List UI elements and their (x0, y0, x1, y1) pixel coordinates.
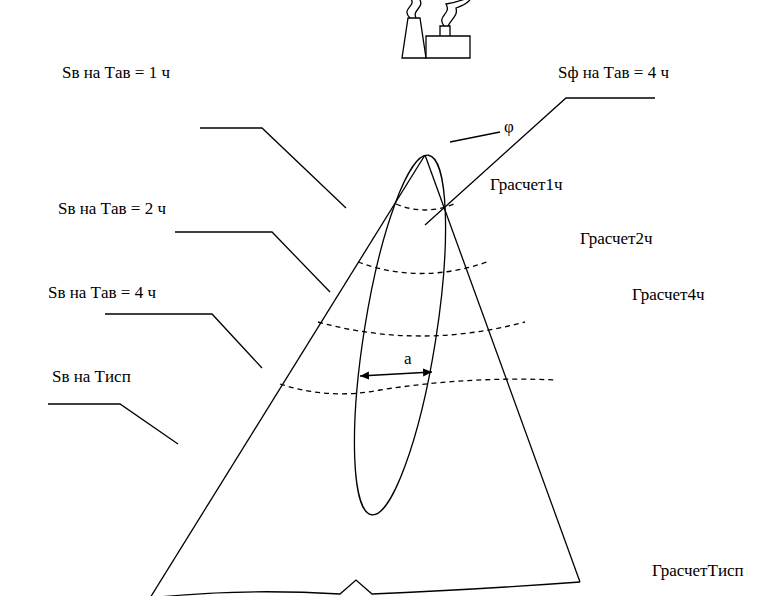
zone-label: Sв на Tав = 2 ч (58, 200, 166, 219)
boundary-label: Грасчет4ч (632, 286, 705, 305)
boundary-label: Грасчет1ч (490, 176, 563, 195)
actual-zone (336, 150, 464, 521)
cone-edge (150, 155, 425, 596)
zone-label: Sф на Tав = 4 ч (558, 64, 669, 83)
boundary-label: Грасчет2ч (580, 230, 653, 249)
boundary-arc (280, 379, 556, 394)
boundary-label: ГрасчетTисп (652, 562, 744, 581)
leader-line (425, 98, 655, 225)
building (426, 36, 470, 58)
zone-label: Sв на Tав = 1 ч (62, 64, 170, 83)
small-chimney (440, 26, 450, 36)
angle-label: φ (504, 118, 514, 137)
smoke (407, 0, 421, 18)
leader-line (200, 128, 346, 208)
leader-line (105, 314, 262, 368)
cone-bottom (150, 580, 580, 596)
zone-label: Sв на Tав = 4 ч (48, 284, 156, 303)
dimension-label: a (404, 350, 412, 369)
width-arrow (360, 372, 432, 376)
smoke (442, 0, 470, 26)
leader-line (48, 404, 178, 444)
boundary-arc (318, 322, 525, 336)
leader-line (175, 232, 330, 292)
chimney (402, 18, 426, 58)
zone-label: Sв на Tисп (52, 368, 131, 387)
leader-line (450, 132, 500, 142)
cone-edge (425, 155, 580, 582)
